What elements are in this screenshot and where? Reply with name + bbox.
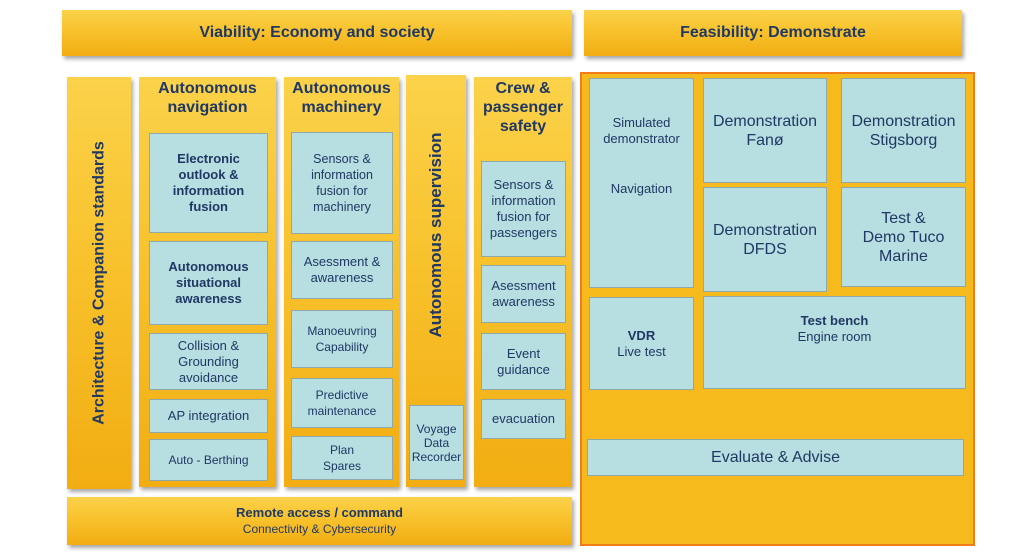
supervision-title-area: Autonomous supervision xyxy=(406,75,466,395)
demo-simulated-box: Simulated demonstrator Navigation xyxy=(589,78,694,288)
nav-item-collision-avoidance: Collision & Grounding avoidance xyxy=(149,333,268,390)
demo-evaluate-box: Evaluate & Advise xyxy=(587,439,964,476)
machinery-item-sensors: Sensors & information fusion for machine… xyxy=(291,132,393,234)
supervision-vdr-box: Voyage Data Recorder xyxy=(409,405,464,480)
demo-stigsborg-box: Demonstration Stigsborg xyxy=(841,78,966,183)
feasibility-header-label: Feasibility: Demonstrate xyxy=(680,24,866,41)
remote-access-subtitle: Connectivity & Cybersecurity xyxy=(242,522,397,536)
demonstration-panel: Simulated demonstrator Navigation Demons… xyxy=(580,72,975,546)
navigation-title: Autonomous navigation xyxy=(158,80,257,116)
crew-title: Crew & passenger safety xyxy=(482,80,564,135)
machinery-item-manoeuvring: Manoeuvring Capability xyxy=(291,310,393,368)
viability-header-label: Viability: Economy and society xyxy=(199,24,435,41)
demo-test-bench-box: Test bench Engine room xyxy=(703,296,966,389)
crew-item-event-guidance: Event guidance xyxy=(481,333,566,390)
crew-item-sensors: Sensors & information fusion for passeng… xyxy=(481,161,566,257)
demo-test-bench-title: Test bench xyxy=(800,313,869,328)
feasibility-header: Feasibility: Demonstrate xyxy=(584,10,962,56)
machinery-item-predictive: Predictive maintenance xyxy=(291,378,393,428)
remote-access-title: Remote access / command xyxy=(236,505,403,520)
demo-dfds-box: Demonstration DFDS xyxy=(703,187,827,292)
architecture-bar: Architecture & Companion standards xyxy=(67,77,131,489)
demo-navigation-label: Navigation xyxy=(610,181,673,196)
nav-item-ap-integration: AP integration xyxy=(149,399,268,433)
navigation-column: Autonomous navigation Electronic outlook… xyxy=(139,77,276,487)
demo-vdr-title: VDR xyxy=(627,327,656,343)
demo-vdr-subtitle: Live test xyxy=(617,343,666,359)
demo-fano-box: Demonstration Fanø xyxy=(703,78,827,183)
supervision-title: Autonomous supervision xyxy=(426,132,445,338)
crew-item-evacuation: evacuation xyxy=(481,399,566,439)
demo-tuco-box: Test & Demo Tuco Marine xyxy=(841,187,966,287)
machinery-column: Autonomous machinery Sensors & informati… xyxy=(284,77,399,487)
nav-item-situational-awareness: Autonomous situational awareness xyxy=(149,241,268,325)
crew-item-assessment: Asessment awareness xyxy=(481,265,566,323)
demo-vdr-box: VDR Live test xyxy=(589,297,694,390)
demo-test-bench-subtitle: Engine room xyxy=(797,329,872,344)
machinery-item-assessment: Asessment & awareness xyxy=(291,241,393,299)
nav-item-electronic-outlook: Electronic outlook & information fusion xyxy=(149,133,268,233)
demo-simulated-label: Simulated demonstrator xyxy=(603,115,680,146)
machinery-item-plan-spares: Plan Spares xyxy=(291,436,393,480)
nav-item-auto-berthing: Auto - Berthing xyxy=(149,439,268,481)
crew-column: Crew & passenger safety Sensors & inform… xyxy=(474,77,572,487)
remote-access-bar: Remote access / command Connectivity & C… xyxy=(67,497,572,545)
architecture-label: Architecture & Companion standards xyxy=(90,141,108,425)
viability-header: Viability: Economy and society xyxy=(62,10,572,56)
supervision-column: Autonomous supervision Voyage Data Recor… xyxy=(406,75,466,487)
machinery-title: Autonomous machinery xyxy=(292,80,391,116)
